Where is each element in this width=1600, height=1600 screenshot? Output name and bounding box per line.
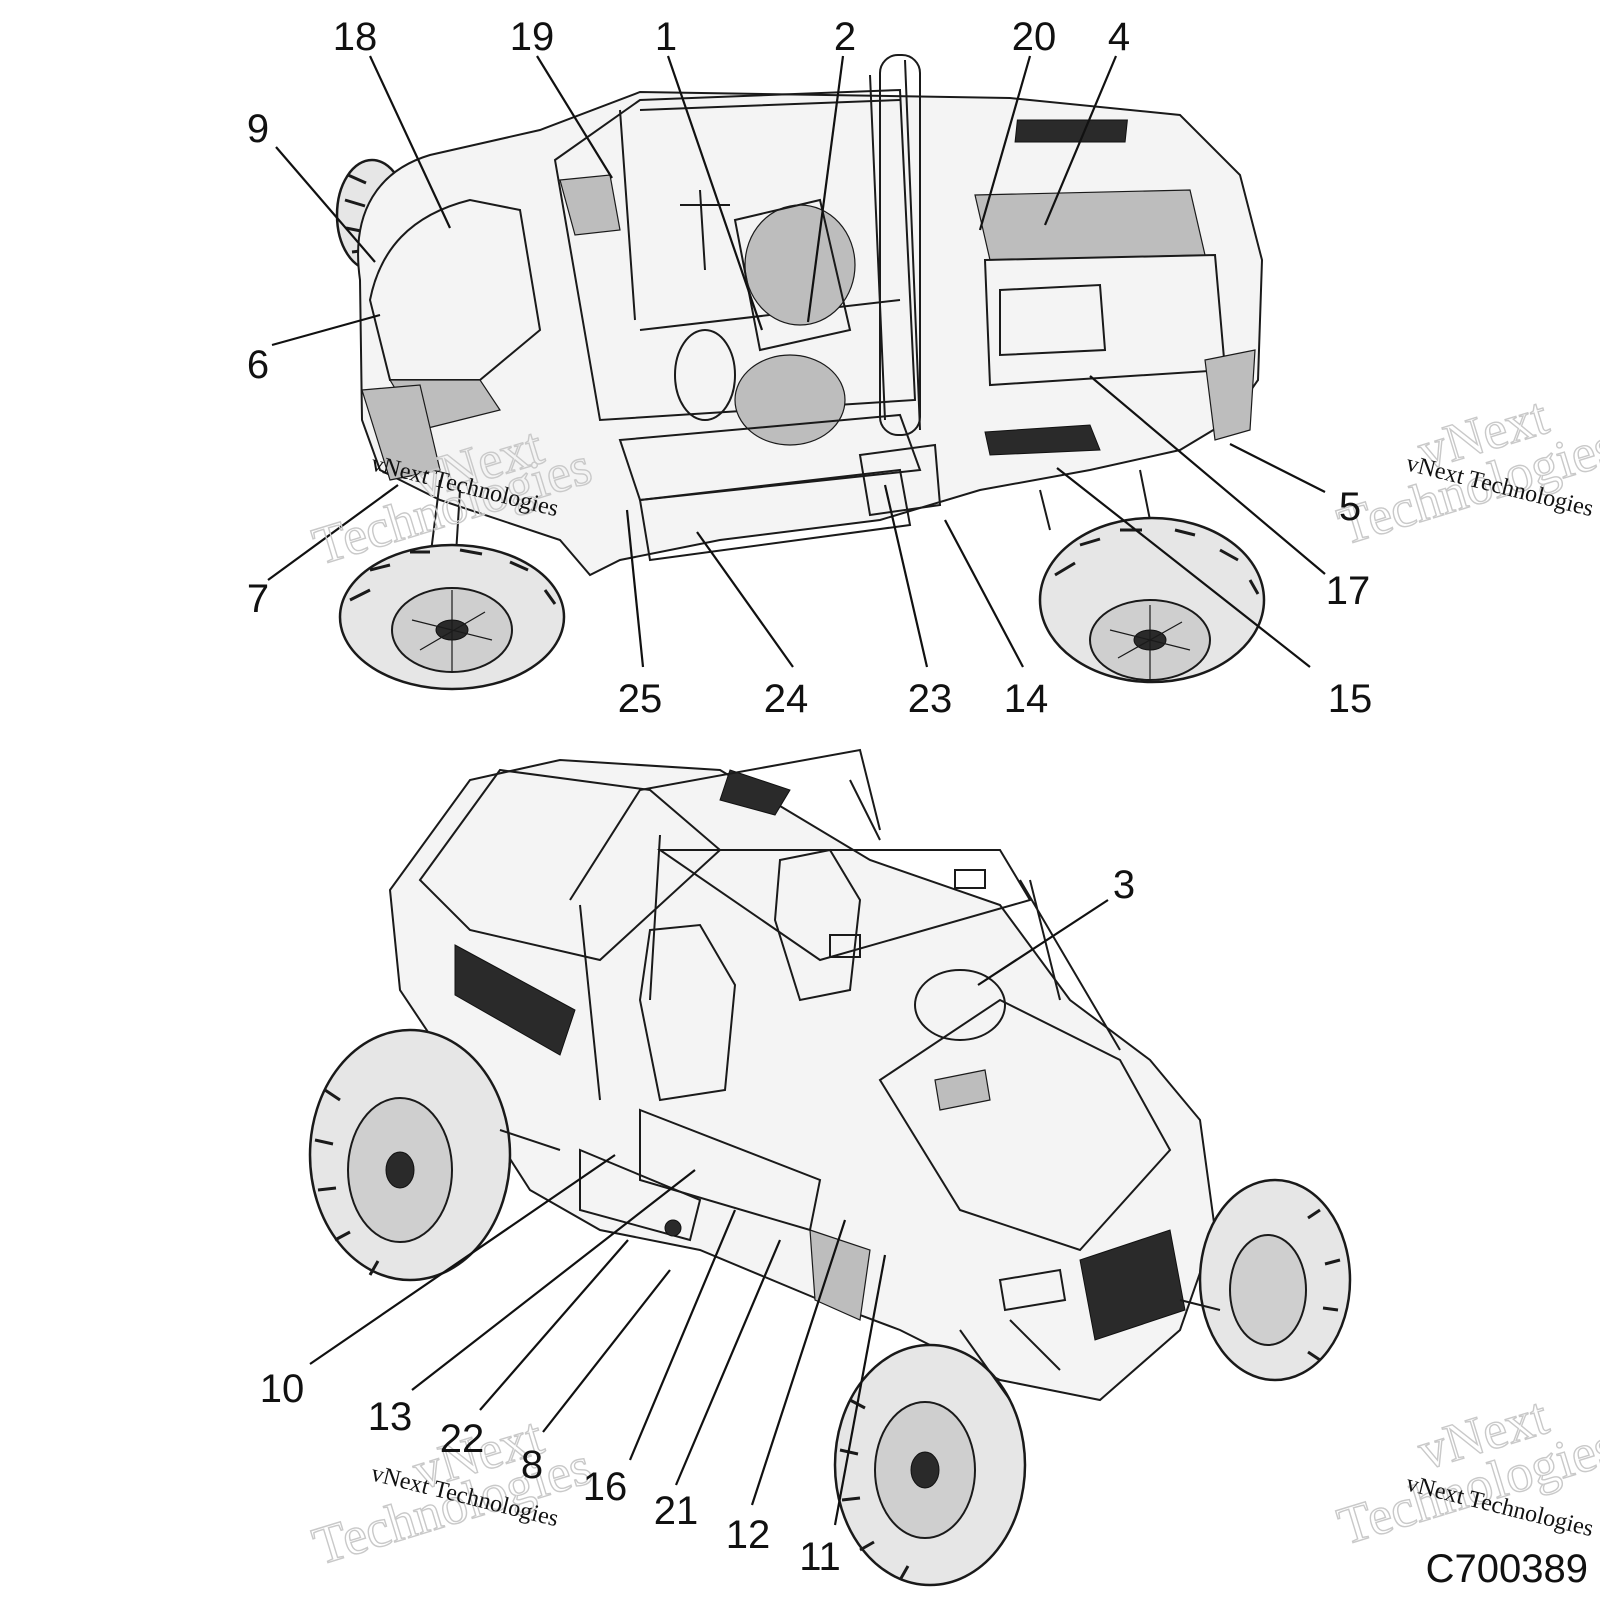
- callout-24: 24: [764, 677, 809, 721]
- callout-11: 11: [799, 1535, 841, 1579]
- callout-14: 14: [1004, 677, 1049, 721]
- wheel-front-top-view: [338, 543, 566, 691]
- callout-22: 22: [440, 1417, 485, 1461]
- callout-10: 10: [260, 1367, 305, 1411]
- callout-21: 21: [654, 1489, 699, 1533]
- callout-5: 5: [1339, 485, 1361, 529]
- callout-23: 23: [908, 677, 953, 721]
- callout-18: 18: [333, 15, 378, 59]
- wheel-iso-rear: [308, 1028, 512, 1282]
- callout-1: 1: [655, 15, 677, 59]
- callout-7: 7: [247, 577, 269, 621]
- callout-20: 20: [1012, 15, 1057, 59]
- callout-3: 3: [1113, 863, 1135, 907]
- callout-6: 6: [247, 343, 269, 387]
- callout-4: 4: [1108, 15, 1130, 59]
- wheel-iso-front-right: [1198, 1178, 1352, 1382]
- top-view-vehicle: [335, 54, 1266, 691]
- iso-view-callouts: 3 10 13 22 8 16 21 12 11: [260, 863, 1135, 1579]
- top-view-callouts: 18 19 1 2 20 4 9 6 5 7 17 25 24 23 14 15: [247, 15, 1372, 721]
- callout-19: 19: [510, 15, 555, 59]
- wheel-iso-front-left: [833, 1343, 1027, 1587]
- callout-15: 15: [1328, 677, 1373, 721]
- leader-lines: [267, 55, 1326, 1526]
- wheel-rear-top-view: [1038, 516, 1266, 684]
- callout-13: 13: [368, 1395, 413, 1439]
- callout-8: 8: [521, 1443, 543, 1487]
- callout-25: 25: [618, 677, 663, 721]
- drawing-code: C700389: [1426, 1547, 1588, 1591]
- callout-17: 17: [1326, 569, 1371, 613]
- callout-2: 2: [834, 15, 856, 59]
- callout-16: 16: [583, 1465, 628, 1509]
- callout-12: 12: [726, 1513, 771, 1557]
- callout-9: 9: [247, 107, 269, 151]
- iso-view-vehicle: [308, 748, 1352, 1587]
